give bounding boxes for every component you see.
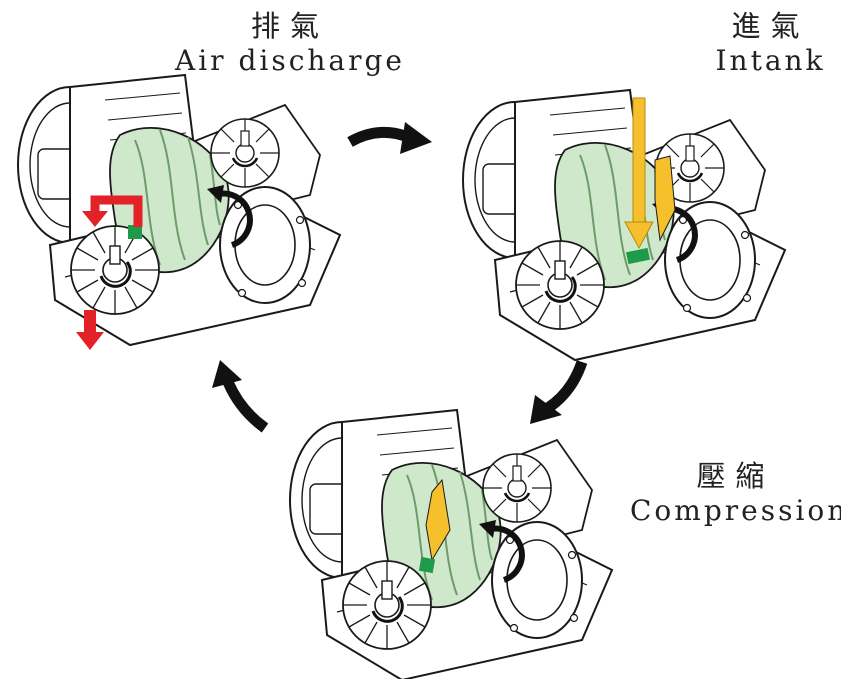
air-out-arrow-icon xyxy=(82,211,108,227)
cycle-arrow-icon xyxy=(530,360,588,424)
cycle-arrow-icon xyxy=(347,122,432,154)
discharge-label-zh: 排氣 xyxy=(250,9,329,43)
compressor-intake-stage xyxy=(463,90,785,360)
compression-label-zh: 壓縮 xyxy=(696,459,775,493)
compression-cavity xyxy=(418,556,436,574)
intake-caption: 進氣 Intank xyxy=(700,12,841,75)
air-in-arrow-icon xyxy=(624,221,654,250)
discharge-caption: 排氣 Air discharge xyxy=(170,12,410,75)
compression-label-en: Compression xyxy=(630,494,841,527)
air-out-arrow-icon xyxy=(76,310,104,350)
compressor-discharge-stage xyxy=(18,75,340,345)
compressor-compression-stage xyxy=(290,410,612,679)
intake-label-en: Intank xyxy=(715,44,826,77)
discharge-label-en: Air discharge xyxy=(175,44,405,77)
intake-cavity xyxy=(625,247,651,265)
cycle-arrow-icon xyxy=(212,360,269,433)
compressed-air-cavity xyxy=(128,225,142,239)
compression-caption: 壓縮 Compression xyxy=(630,462,841,525)
intake-label-zh: 進氣 xyxy=(731,9,810,43)
